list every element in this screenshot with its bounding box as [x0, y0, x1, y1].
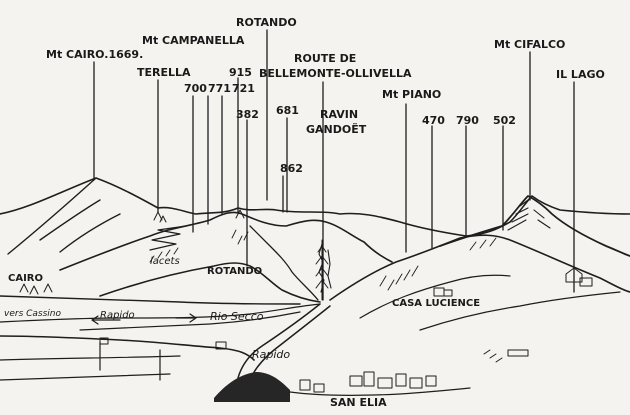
label-vers-cassino: vers Cassino [4, 309, 61, 319]
label-mt-campanella: Mt CAMPANELLA [142, 34, 245, 47]
rio-secco-river [79, 311, 301, 331]
label-rapido-center: Rapido [252, 348, 290, 361]
label-rio-secco: Rio Secco [210, 310, 264, 323]
cifalco-texture [507, 199, 551, 231]
near-ridge-right [329, 234, 630, 301]
label-rotando-mid: ROTANDO [207, 266, 262, 277]
label-alt-502: 502 [493, 114, 516, 127]
distant-ridge [0, 177, 630, 237]
label-alt-700: 700 [184, 82, 207, 95]
valley-edge [0, 295, 301, 305]
farm-houses [99, 267, 593, 363]
label-alt-721: 721 [232, 82, 255, 95]
direction-arrows [91, 313, 197, 325]
label-alt-790: 790 [456, 114, 479, 127]
labels: Mt CAIRO.1669. Mt CAMPANELLA TERELLA ROT… [4, 16, 605, 409]
cifalco-massif [439, 195, 630, 257]
rapido-river [0, 335, 255, 361]
label-route-de: ROUTE DE [294, 52, 356, 65]
cairo-flank [7, 177, 121, 255]
near-ridge-left [99, 262, 321, 303]
label-gandoet: GANDOËT [306, 122, 367, 136]
label-alt-681: 681 [276, 104, 299, 117]
field-lines [0, 341, 181, 381]
road-bellemonte [249, 225, 319, 301]
label-alt-382: 382 [236, 108, 259, 121]
label-mt-piano: Mt PIANO [382, 88, 441, 101]
label-alt-771: 771 [208, 82, 231, 95]
leader-lines [93, 29, 575, 301]
mid-ridge [59, 211, 393, 271]
label-rapido-left: Rapido [100, 310, 135, 321]
label-rotando-top: ROTANDO [236, 16, 297, 29]
label-il-lago: IL LAGO [556, 68, 605, 81]
label-casa-lucience: CASA LUCIENCE [392, 298, 480, 309]
label-terella: TERELLA [137, 66, 191, 79]
road-san-elia [237, 303, 331, 381]
label-mt-cifalco: Mt CIFALCO [494, 38, 565, 51]
label-bellemonte: BELLEMONTE-OLLIVELLA [259, 67, 412, 80]
town-san-elia [214, 371, 471, 402]
label-san-elia: SAN ELIA [330, 396, 387, 409]
label-alt-915: 915 [229, 66, 252, 79]
label-ravin: RAVIN [320, 108, 358, 121]
label-cairo: CAIRO [8, 273, 43, 284]
hill-hatching [149, 229, 497, 291]
label-lacets: lacets [150, 256, 180, 267]
lacets-road [149, 225, 187, 251]
label-alt-470: 470 [422, 114, 445, 127]
label-mt-cairo: Mt CAIRO.1669. [46, 48, 143, 61]
trees [19, 209, 329, 301]
label-alt-862: 862 [280, 162, 303, 175]
foothills [359, 274, 621, 331]
